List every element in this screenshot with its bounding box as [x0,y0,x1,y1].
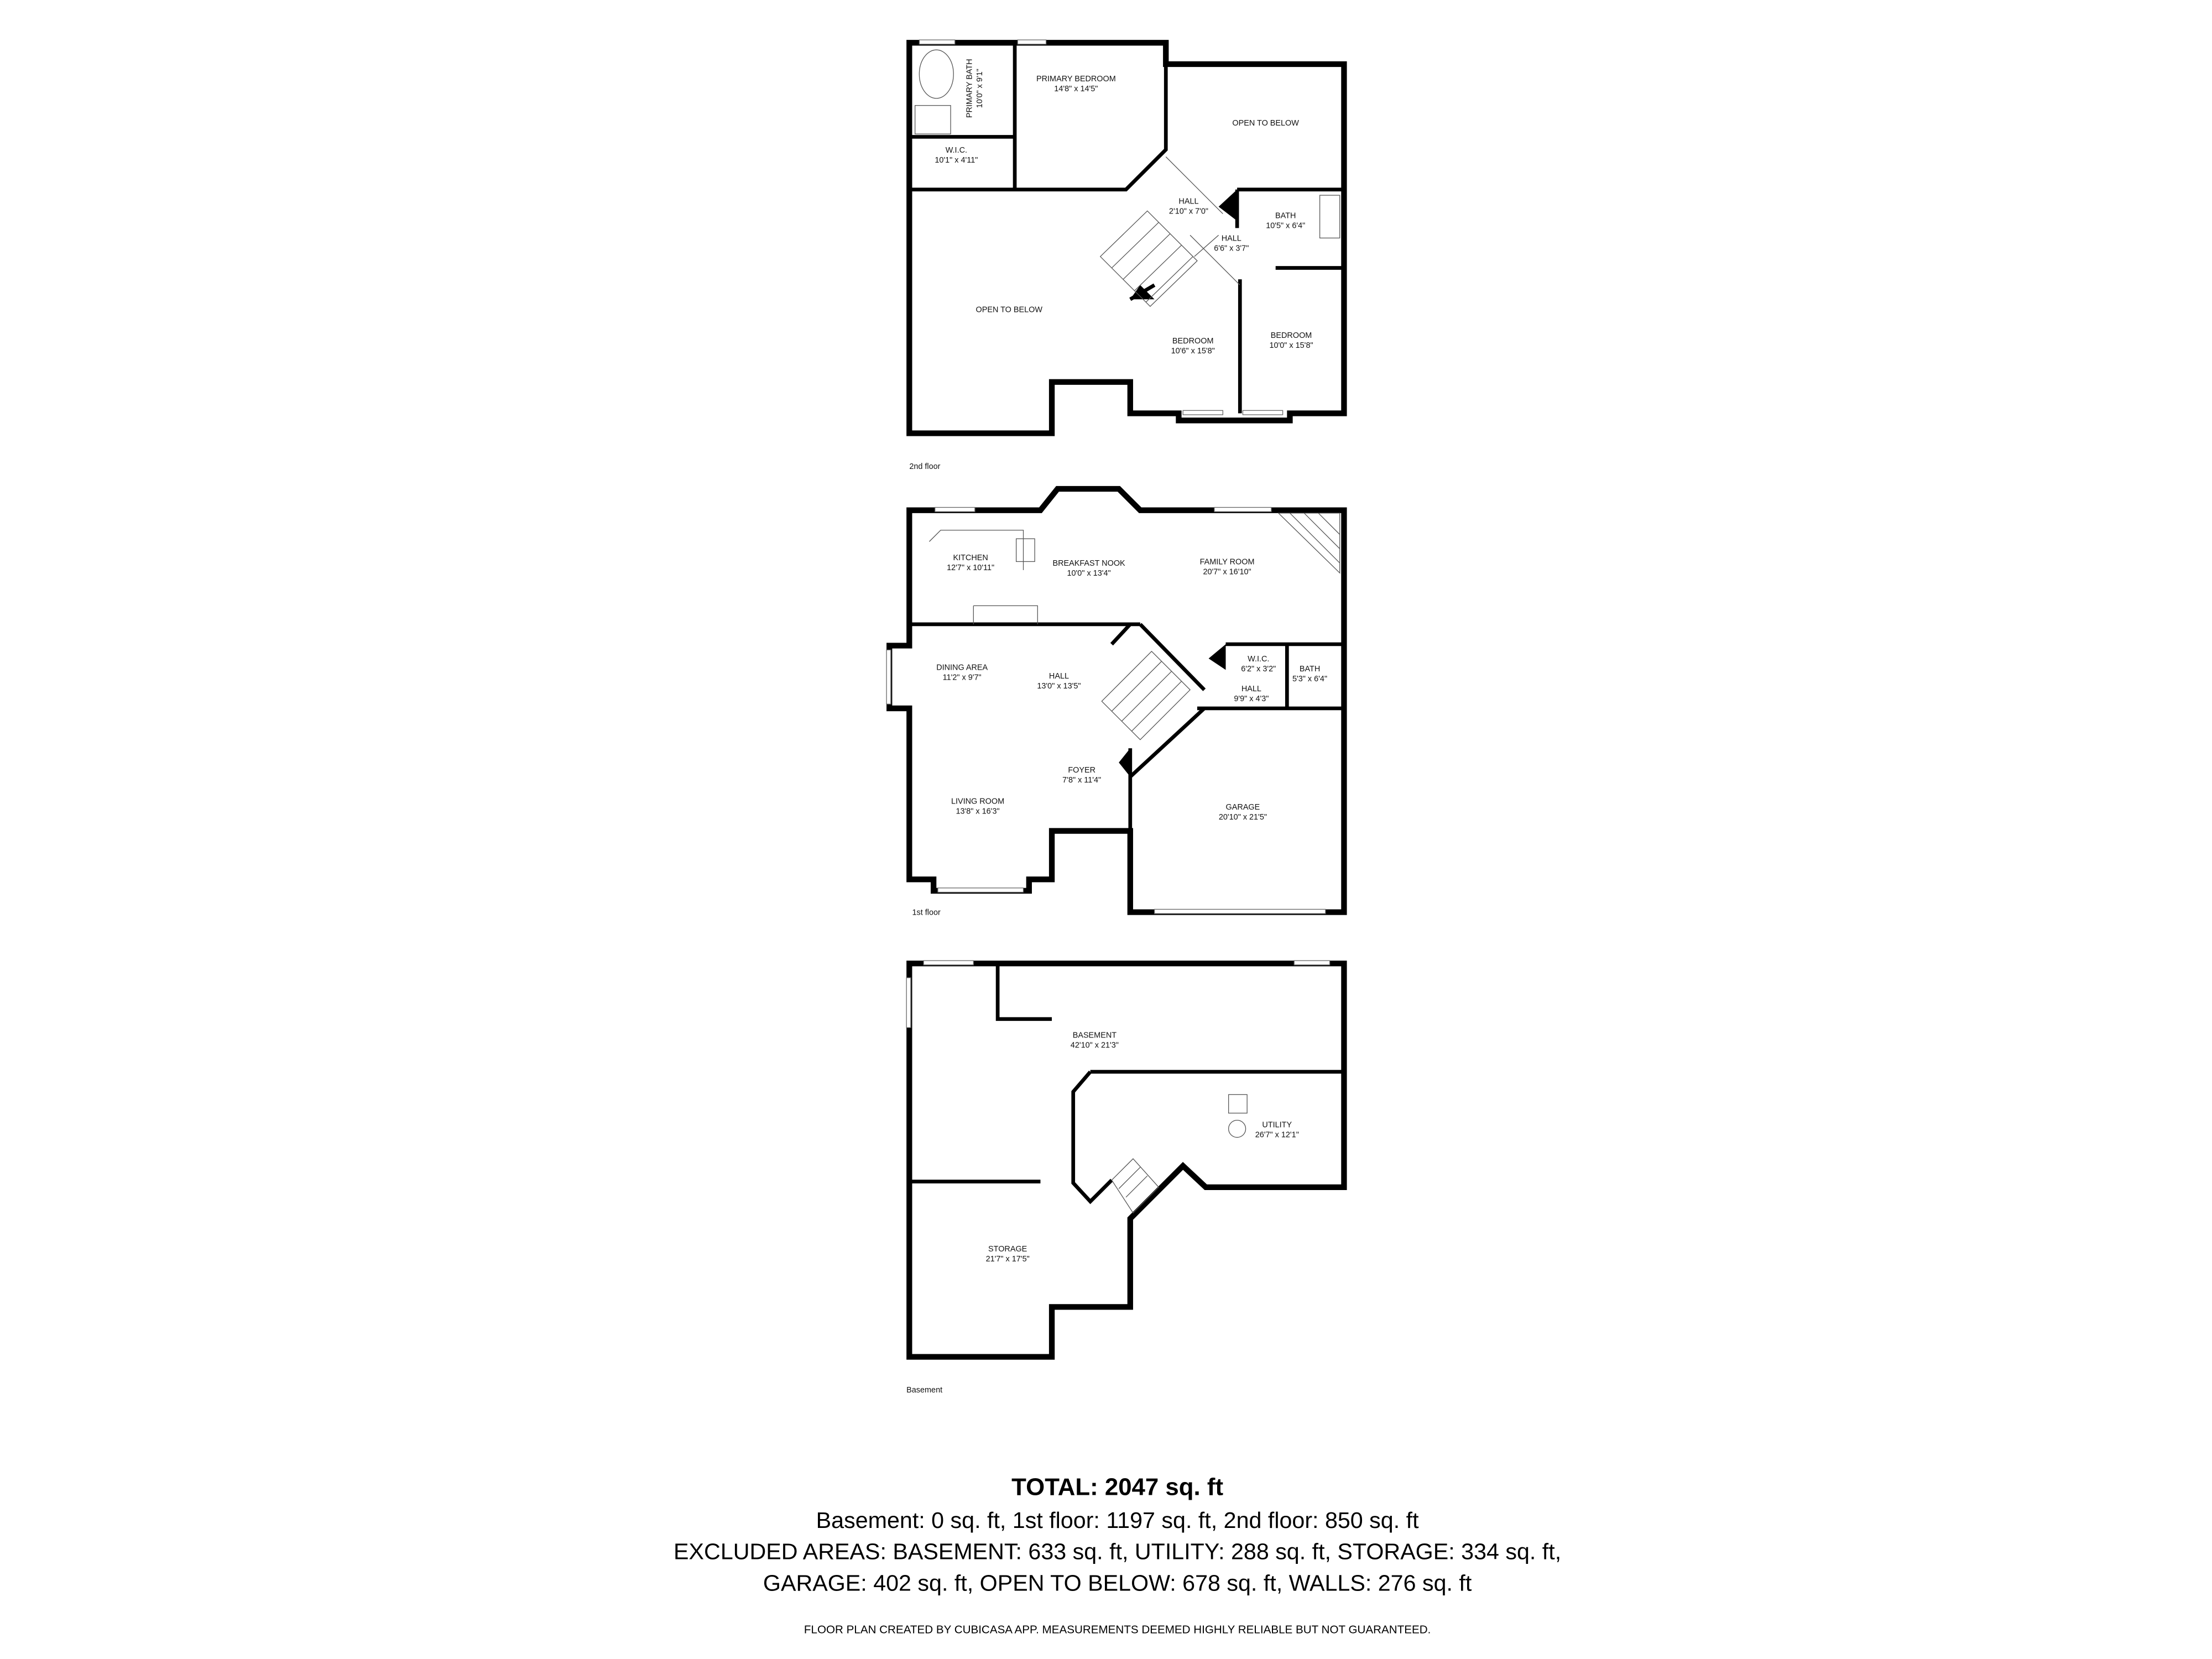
room-size: 42'10" x 21'3" [1071,1041,1119,1050]
room-size: 12'7" x 10'11" [947,564,994,572]
bath-tub-2 [1319,195,1340,239]
floor-label: Basement [906,1386,942,1395]
stair-block [1119,644,1226,777]
exterior-walls [906,40,1347,436]
room-label: FOYER [1068,766,1095,775]
room-label: BEDROOM [1172,337,1214,346]
window [935,507,975,512]
room-size: 10'0" x 13'4" [1067,569,1111,578]
room-label: DINING AREA [936,663,988,672]
room-label: BATH [1275,211,1296,220]
room-size: 9'9" x 4'3" [1234,695,1269,703]
floor-areas: Basement: 0 sq. ft, 1st floor: 1197 sq. … [816,1507,1419,1533]
room-size: 6'6" x 3'7" [1214,244,1249,253]
room-label: LIVING ROOM [951,797,1004,806]
water-heater [1228,1094,1248,1114]
room-size: 2'10" x 7'0" [1169,207,1208,216]
room-label: FAMILY ROOM [1200,558,1255,567]
room-size: 10'0" x 9'1" [975,69,984,108]
room-size: 10'0" x 15'8" [1269,341,1313,350]
room-label: OPEN TO BELOW [976,305,1043,314]
kitchen-counter [928,530,1038,624]
window [1182,410,1223,415]
room-label: BREAKFAST NOOK [1052,559,1125,568]
room-size: 20'10" x 21'5" [1219,813,1267,822]
room-label: PRIMARY BEDROOM [1036,75,1116,84]
room-label: W.I.C. [946,146,967,155]
room-label: UTILITY [1262,1121,1292,1130]
room-size: 13'0" x 13'5" [1037,682,1081,691]
room-label: BATH [1300,665,1320,674]
window [1293,960,1331,966]
first-floor-plan: KITCHEN 12'7" x 10'11" BREAKFAST NOOK 10… [886,486,1347,917]
shower [914,105,951,134]
room-size: 5'3" x 6'4" [1292,675,1327,684]
room-size: 11'2" x 9'7" [943,673,982,682]
room-size: 10'6" x 15'8" [1171,347,1215,356]
floor-label: 1st floor [912,909,940,917]
room-label: HALL [1222,234,1241,243]
room-size: 20'7" x 16'10" [1203,568,1251,577]
stove [1015,538,1035,562]
bathtub [919,49,954,99]
second-floor-plan: PRIMARY BEDROOM 14'8" x 14'5" PRIMARY BA… [906,39,1347,471]
window [1017,39,1047,45]
hall-walls [1165,156,1240,285]
garage-door [1154,909,1326,914]
window [906,977,911,1028]
window [923,960,974,966]
room-label: BEDROOM [1271,331,1312,340]
room-label: STORAGE [988,1245,1027,1254]
room-size: 10'5" x 6'4" [1266,221,1305,230]
window [886,649,891,705]
window [1242,410,1284,415]
window [919,39,956,45]
exterior-walls [886,486,1347,915]
window [937,888,1024,893]
room-label: OPEN TO BELOW [1232,119,1299,128]
room-size: 26'7" x 12'1" [1255,1131,1299,1140]
interior-walls [909,963,1344,1204]
room-label: BASEMENT [1073,1031,1117,1040]
room-size: 14'8" x 14'5" [1054,85,1098,93]
room-label: HALL [1049,672,1069,681]
room-label: W.I.C. [1248,655,1269,664]
staircase [1111,1158,1160,1214]
room-label: PRIMARY BATH [966,59,974,118]
room-size: 6'2" x 3'2" [1241,665,1276,674]
corner-fill [1130,189,1238,300]
room-size: 10'1" x 4'11" [935,156,978,165]
excluded-areas: EXCLUDED AREAS: BASEMENT: 633 sq. ft, UT… [674,1539,1561,1564]
furnace [1228,1120,1246,1138]
basement-plan: BASEMENT 42'10" x 21'3" UTILITY 26'7" x … [906,960,1347,1395]
staircase [1099,210,1198,307]
room-label: HALL [1178,197,1198,206]
staircase [1101,650,1191,740]
window [1214,507,1272,512]
room-size: 21'7" x 17'5" [986,1255,1030,1264]
area-summary: TOTAL: 2047 sq. ft Basement: 0 sq. ft, 1… [674,1474,1561,1636]
floor-label: 2nd floor [909,462,940,471]
disclaimer: FLOOR PLAN CREATED BY CUBICASA APP. MEAS… [804,1624,1431,1636]
exterior-walls [906,961,1347,1360]
room-label: HALL [1241,685,1261,693]
family-room-stairs [1277,513,1340,574]
total-area: TOTAL: 2047 sq. ft [1011,1474,1223,1501]
room-label: GARAGE [1226,803,1260,812]
room-size: 7'8" x 11'4" [1062,776,1101,785]
room-size: 13'8" x 16'3" [956,807,999,816]
room-label: KITCHEN [953,554,988,562]
excluded-areas-cont: GARAGE: 402 sq. ft, OPEN TO BELOW: 678 s… [763,1570,1472,1595]
